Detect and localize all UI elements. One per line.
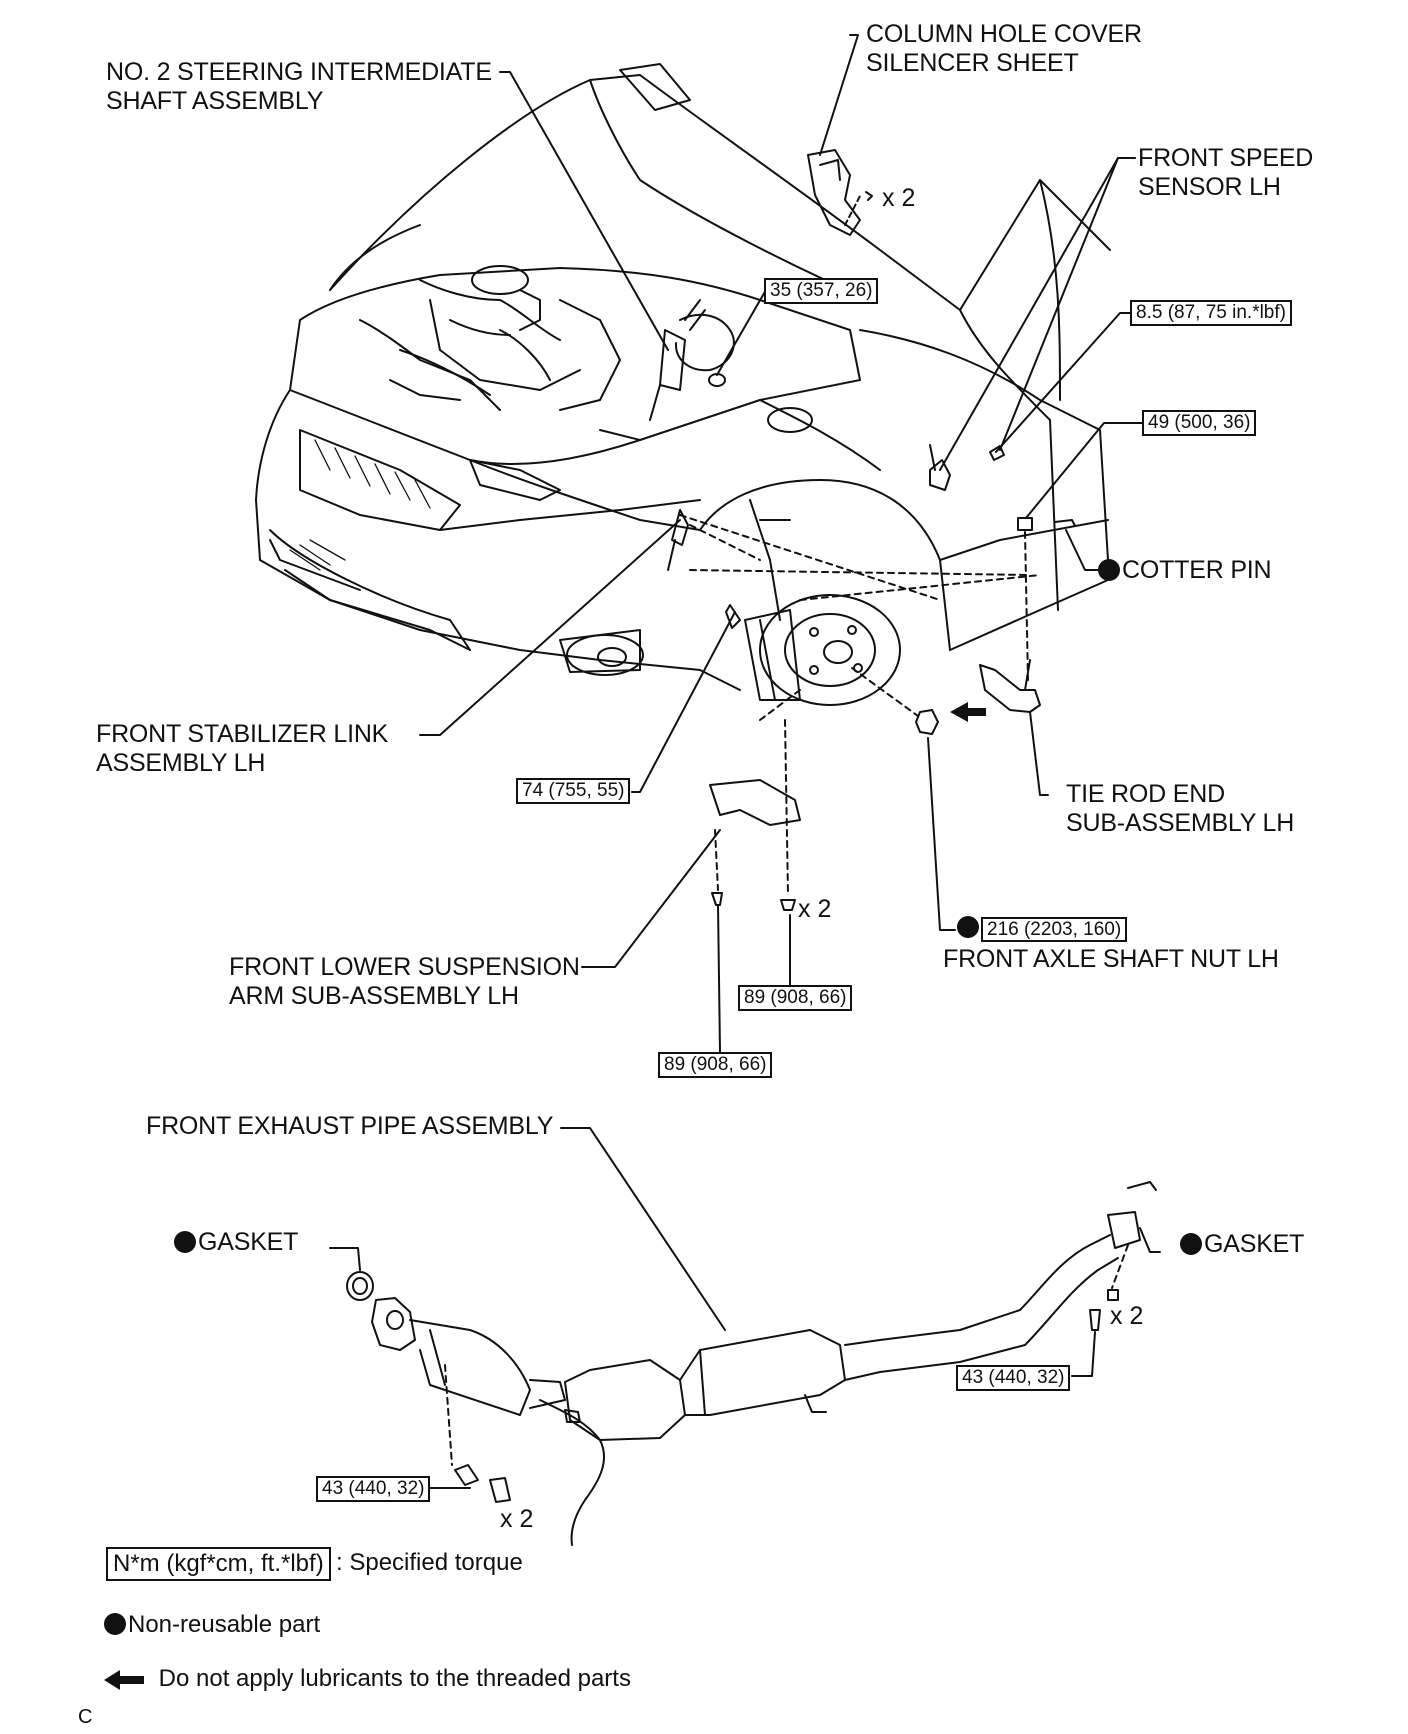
legend-no-lubricant: Do not apply lubricants to the threaded … (104, 1664, 631, 1694)
torque-shaft-bolt: 35 (357, 26) (764, 278, 879, 304)
stabilizer-link-part (667, 509, 761, 629)
non-reusable-dot-icon (104, 1613, 126, 1635)
torque-arm-nut-b: 89 (908, 66) (658, 1052, 773, 1078)
torque-arm-nut-a: 89 (908, 66) (738, 985, 853, 1011)
legend-torque-desc: : Specified torque (336, 1549, 523, 1576)
torque-stabilizer-nut: 74 (755, 55) (516, 778, 631, 804)
column-cover-part (807, 149, 873, 236)
exhaust-pipe-illustration (346, 1181, 1157, 1546)
qty-exhaust-rear-bolts: x 2 (1110, 1302, 1144, 1330)
leader-lines (329, 34, 1161, 1489)
left-arrow-icon (104, 1669, 144, 1690)
tie-rod-part (979, 517, 1076, 713)
non-reusable-dot-icon (1098, 559, 1120, 581)
legend-non-reusable: Non-reusable part (104, 1610, 320, 1640)
label-gasket-right: GASKET (1180, 1230, 1304, 1259)
torque-tie-rod-nut: 49 (500, 36) (1142, 410, 1257, 436)
non-reusable-dot-icon (1180, 1233, 1202, 1255)
steering-shaft-part (649, 299, 726, 421)
corner-mark: C (78, 1706, 93, 1728)
non-reusable-dot-icon (174, 1231, 196, 1253)
axle-nut-part (851, 667, 939, 735)
torque-exhaust-front: 43 (440, 32) (316, 1476, 431, 1502)
qty-exhaust-front-bolts: x 2 (500, 1505, 534, 1533)
qty-cover-clips: x 2 (882, 184, 916, 212)
label-exhaust-pipe: FRONT EXHAUST PIPE ASSEMBLY (146, 1112, 554, 1140)
lower-arm-part (709, 719, 801, 911)
non-reusable-dot-icon (957, 916, 979, 938)
torque-exhaust-rear: 43 (440, 32) (956, 1365, 1071, 1391)
car-body-illustration (255, 63, 1111, 691)
speed-sensor-part (929, 444, 1005, 491)
label-gasket-left: GASKET (174, 1228, 298, 1257)
no-lubricant-arrow-icon (950, 702, 986, 722)
torque-axle-nut: 216 (2203, 160) (957, 916, 1128, 942)
label-axle-nut: FRONT AXLE SHAFT NUT LH (943, 945, 1279, 973)
brake-hub-assembly (744, 594, 901, 706)
legend-torque-unit: N*m (kgf*cm, ft.*lbf) (106, 1547, 331, 1581)
label-cotter-pin: COTTER PIN (1098, 556, 1272, 585)
qty-arm-nuts: x 2 (798, 895, 832, 923)
torque-sensor-bolt: 8.5 (87, 75 in.*lbf) (1130, 300, 1292, 326)
